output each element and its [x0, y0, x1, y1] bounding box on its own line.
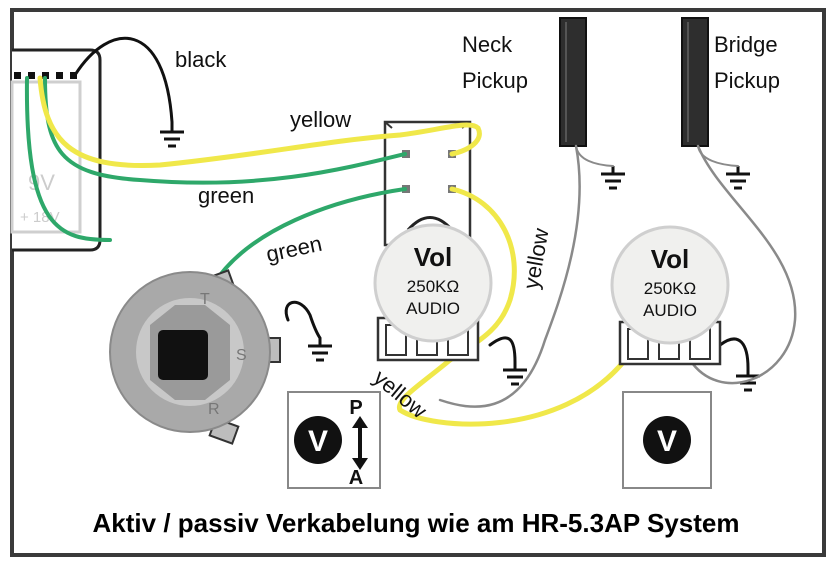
jack-tip-mark: T — [200, 291, 210, 308]
jack-ground-wire — [284, 300, 322, 340]
volume-symbol-letter: V — [657, 425, 677, 458]
switch-symbol-circle — [294, 416, 342, 464]
pot-body — [610, 225, 730, 345]
switch-arrow-down-icon — [352, 458, 368, 470]
switch-active-mark: A — [349, 467, 363, 489]
wires — [24, 36, 797, 427]
pot-ground-wire — [718, 337, 750, 370]
preamp-box: 9V + 18V — [10, 48, 102, 252]
preamp-terminal — [42, 72, 49, 79]
neck-pickup-cable — [559, 17, 587, 147]
yellow-wire — [396, 186, 628, 427]
green-wire — [43, 76, 407, 185]
pot-title: Vol — [651, 244, 690, 274]
bridge-shield-wire — [697, 145, 739, 167]
jack-hole — [158, 330, 208, 380]
pot-body — [373, 223, 493, 343]
preamp-terminal — [28, 72, 35, 79]
output-jack: T S R — [109, 269, 281, 445]
pot-value: 250KΩ — [407, 277, 459, 296]
bridge-hot-wire — [688, 144, 797, 385]
bridge-pickup-cable — [681, 17, 709, 147]
bridge-pickup-label: Pickup — [714, 68, 780, 93]
diagram-caption: Aktiv / passiv Verkabelung wie am HR-5.3… — [93, 508, 740, 538]
switch-arrow-up-icon — [352, 416, 368, 428]
volume-pot-1: Vol 250KΩ AUDIO — [373, 223, 493, 362]
switch-passive-mark: P — [349, 397, 362, 419]
ground-symbol — [601, 166, 625, 190]
green-wire — [213, 187, 407, 284]
green-wire-label: green — [198, 183, 254, 208]
pot-taper: AUDIO — [406, 299, 460, 318]
volume-symbol-circle — [643, 416, 691, 464]
pot-value: 250KΩ — [644, 279, 696, 298]
neck-pickup-label: Pickup — [462, 68, 528, 93]
ground-symbol — [160, 122, 184, 148]
neck-pickup-label: Neck — [462, 32, 513, 57]
yellow-wire-label: yellow — [290, 107, 351, 132]
jack-ring-mark: R — [208, 401, 220, 418]
bridge-pickup-label: Bridge — [714, 32, 778, 57]
preamp-terminal — [14, 72, 21, 79]
ground-symbol — [726, 166, 750, 190]
yellow-wire — [37, 75, 482, 169]
battery-voltage-label: + 18V — [20, 209, 60, 226]
neck-shield-wire — [575, 145, 614, 167]
black-wire — [73, 36, 174, 124]
volume-symbol-box — [622, 391, 712, 489]
preamp-terminal — [56, 72, 63, 79]
jack-sleeve-mark: S — [236, 347, 247, 364]
black-wire-label: black — [175, 47, 227, 72]
switch-symbol-letter: V — [308, 425, 328, 458]
pot-taper: AUDIO — [643, 301, 697, 320]
volume-symbol: V — [622, 391, 712, 489]
green-wire — [24, 76, 112, 242]
switch-symbol: V P A — [287, 391, 381, 489]
volume-pot-2: Vol 250KΩ AUDIO — [610, 225, 730, 366]
preamp-terminal — [70, 72, 77, 79]
pot-title: Vol — [414, 242, 453, 272]
neck-hot-wire — [438, 144, 581, 408]
pot-ground-wire — [488, 336, 517, 364]
